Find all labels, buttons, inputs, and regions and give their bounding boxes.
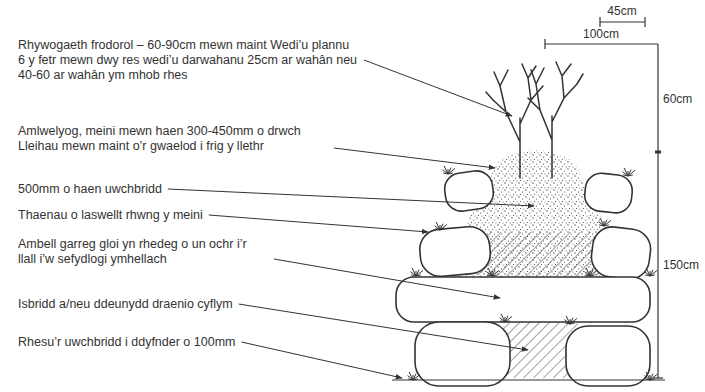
- dimension-label: 45cm: [607, 4, 636, 18]
- grass-tuft: [488, 268, 492, 276]
- grass-tuft: [440, 224, 447, 230]
- grass-tuft: [448, 173, 453, 174]
- dimension-tick: [655, 151, 661, 154]
- grass-tuft: [501, 314, 505, 322]
- grass-tuft: [409, 372, 413, 380]
- grass-tuft: [492, 275, 497, 276]
- leader-line: [168, 189, 534, 206]
- grass-tuft: [628, 175, 633, 176]
- grass-tuft: [604, 220, 611, 226]
- stone: [566, 326, 650, 386]
- stone: [443, 169, 496, 213]
- grass-tuft: [600, 218, 604, 226]
- subsoil-hatch: [478, 232, 604, 276]
- dimension-line: [657, 44, 658, 378]
- grass-tuft: [416, 275, 421, 276]
- callout-label: Ambell garreg gloi yn rhedeg o un ochr i…: [18, 237, 268, 267]
- grass-tuft: [586, 268, 590, 276]
- stone: [583, 172, 634, 215]
- ground-line: [392, 379, 665, 380]
- callout-label: Thaenau o laswellt rhwng y meini: [18, 208, 203, 223]
- leader-line: [334, 148, 495, 168]
- grass-tuft: [492, 270, 499, 276]
- dimension-tick: [644, 17, 645, 27]
- dimension-line: [545, 43, 658, 44]
- stone: [589, 225, 653, 282]
- dimension-label: 150cm: [663, 258, 699, 272]
- leader-line: [364, 60, 512, 116]
- dimension-label: 60cm: [663, 92, 692, 106]
- grass-tuft: [505, 316, 512, 322]
- grass-tuft: [646, 372, 650, 380]
- grass-tuft: [416, 270, 423, 276]
- grass-tuft: [505, 321, 510, 322]
- grass-tuft: [448, 168, 455, 174]
- stone: [415, 322, 510, 386]
- grass-tuft: [570, 318, 577, 324]
- grass-tuft: [440, 229, 445, 230]
- grass-tuft: [650, 270, 657, 276]
- keystone: [396, 277, 650, 322]
- dimension-tick: [544, 39, 545, 49]
- leader-line: [239, 304, 528, 350]
- grass-tuft: [590, 270, 597, 276]
- callout-label: Rhesu’r uwchbridd i ddyfnder o 100mm: [18, 335, 235, 350]
- dimension-label: 100cm: [583, 27, 619, 41]
- dimension-line: [600, 21, 645, 22]
- grass-tuft: [650, 379, 655, 380]
- leader-line: [209, 215, 428, 232]
- callout-label: 500mm o haen uwchbridd: [18, 182, 162, 197]
- callout-label: Isbridd a/neu ddeunydd draenio cyflym: [18, 297, 233, 312]
- grass-tuft: [413, 379, 418, 380]
- grass-tuft: [624, 168, 628, 176]
- callout-label: Rhywogaeth frodorol – 60-90cm mewn maint…: [18, 38, 358, 83]
- grass-tuft: [646, 268, 650, 276]
- grass-tuft: [628, 170, 635, 176]
- grass-tuft: [604, 225, 609, 226]
- grass-tuft: [570, 323, 575, 324]
- grass-tuft: [590, 275, 595, 276]
- callout-label: Amlwelyog, meini mewn haen 300-450mm o d…: [18, 124, 328, 154]
- grass-tuft: [650, 374, 657, 380]
- grass-tuft: [444, 166, 448, 174]
- plant: [528, 62, 583, 178]
- dimension-tick: [599, 17, 600, 27]
- grass-tuft: [436, 222, 440, 230]
- leader-line: [241, 342, 402, 378]
- stone: [418, 225, 492, 278]
- grass-tuft: [412, 268, 416, 276]
- grass-tuft: [650, 275, 655, 276]
- leader-line: [274, 259, 500, 298]
- grass-tuft: [413, 374, 420, 380]
- grass-tuft: [566, 316, 570, 324]
- dimension-tick: [653, 377, 663, 378]
